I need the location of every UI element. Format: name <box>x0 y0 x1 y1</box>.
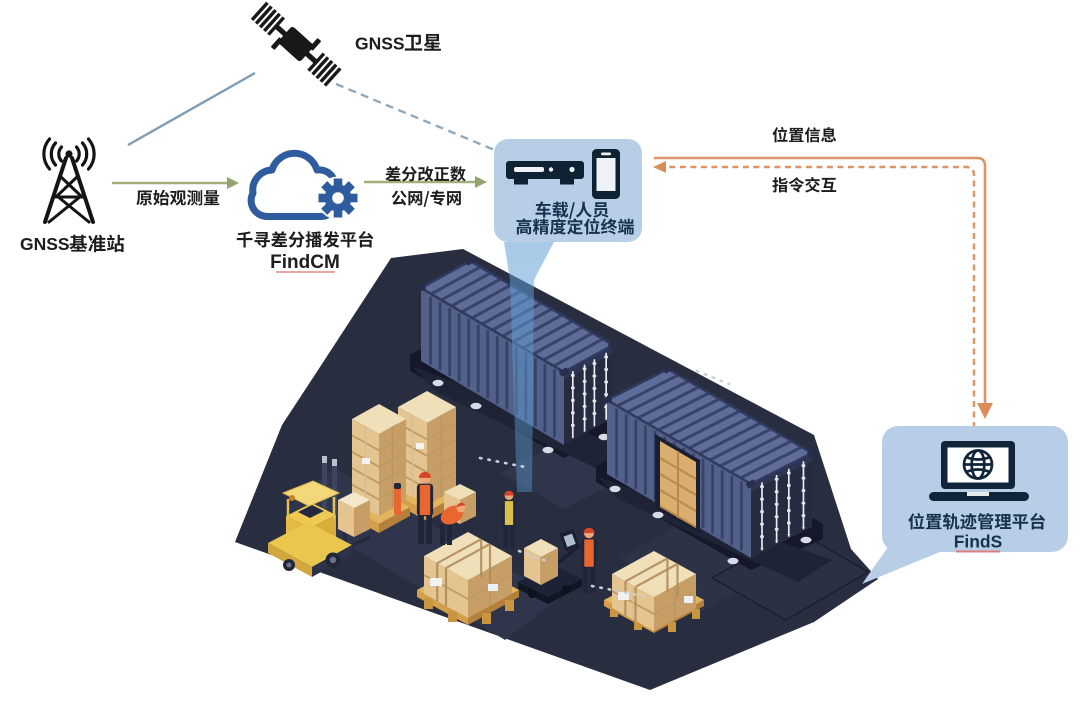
svg-text:FindCM: FindCM <box>270 252 340 273</box>
svg-text:FindS: FindS <box>954 532 1003 552</box>
svg-text:GNSS: GNSS <box>355 34 405 54</box>
svg-text:GNSS: GNSS <box>20 234 70 254</box>
